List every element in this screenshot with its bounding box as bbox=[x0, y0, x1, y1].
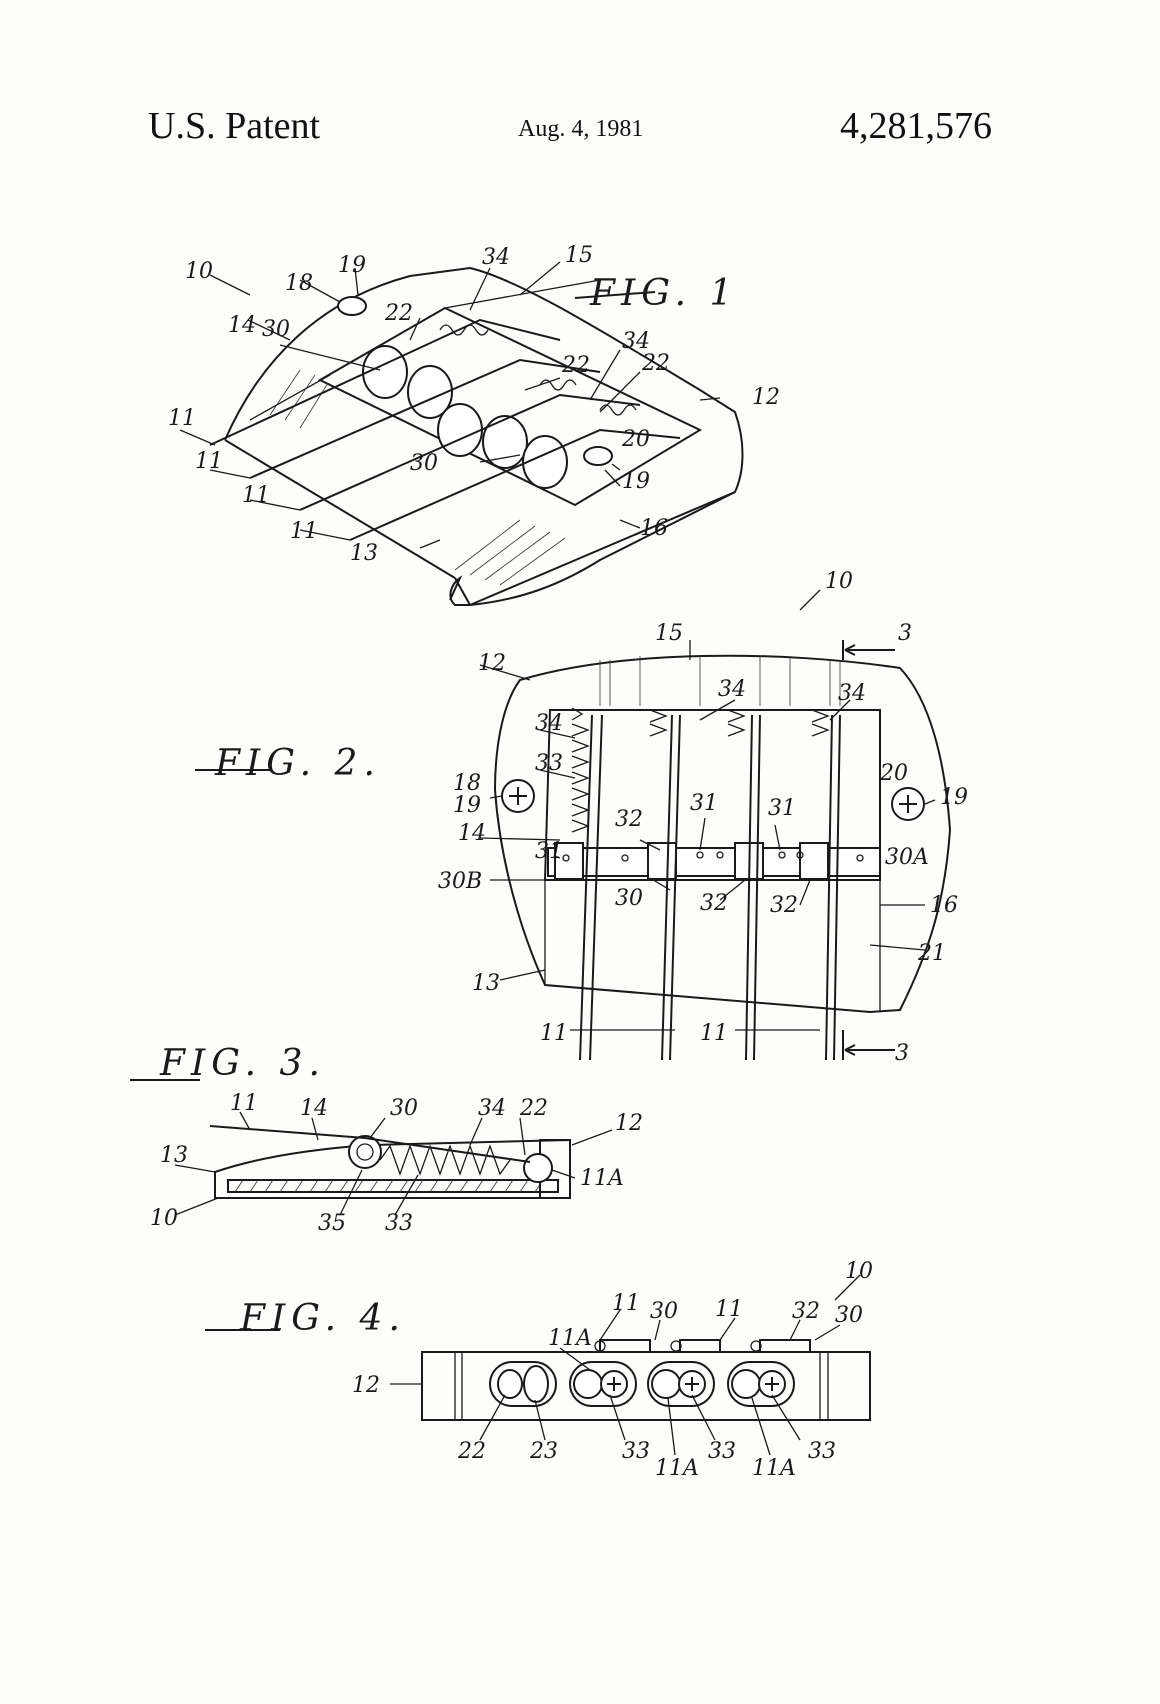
ref-label: 22 bbox=[519, 1096, 548, 1121]
ref-label: 12 bbox=[752, 385, 780, 410]
figure-2-labels: 10 15 3 12 34 34 34 33 18 19 20 19 14 32… bbox=[438, 569, 968, 1066]
figure-2: 10 15 3 12 34 34 34 33 18 19 20 19 14 32… bbox=[195, 569, 968, 1066]
ref-label: 33 bbox=[622, 1439, 650, 1464]
ref-label: 20 bbox=[879, 761, 908, 786]
ref-label: 34 bbox=[482, 245, 510, 270]
screw-hole-icon bbox=[338, 297, 366, 315]
ref-label: 32 bbox=[770, 893, 798, 918]
screw-icon bbox=[502, 780, 534, 812]
ref-label: 19 bbox=[622, 469, 650, 494]
screw-icon bbox=[759, 1371, 785, 1397]
ref-label: 11 bbox=[168, 406, 196, 431]
ref-label: 32 bbox=[615, 807, 643, 832]
ref-label: 11 bbox=[290, 519, 318, 544]
ref-label: 22 bbox=[561, 353, 590, 378]
ref-label: 23 bbox=[529, 1439, 558, 1464]
ref-label: 12 bbox=[615, 1111, 643, 1136]
ref-label: 18 bbox=[285, 271, 313, 296]
ref-label: 34 bbox=[478, 1096, 506, 1121]
ref-label: 12 bbox=[352, 1373, 380, 1398]
ref-label: 20 bbox=[621, 427, 650, 452]
ref-label: 10 bbox=[150, 1206, 178, 1231]
ref-label: 34 bbox=[838, 681, 866, 706]
ref-label: 11 bbox=[700, 1021, 728, 1046]
ref-label: 11 bbox=[540, 1021, 568, 1046]
screw-icon bbox=[892, 788, 924, 820]
figure-1: 10 19 18 34 15 14 30 22 22 34 22 12 11 1… bbox=[168, 243, 780, 605]
ref-label: 34 bbox=[535, 711, 563, 736]
ref-label: 11 bbox=[230, 1091, 258, 1116]
ref-label: 30 bbox=[262, 317, 290, 342]
ref-label: 22 bbox=[641, 351, 670, 376]
screw-hole-icon bbox=[584, 447, 612, 465]
ref-label: 33 bbox=[385, 1211, 413, 1236]
ref-label: 19 bbox=[338, 253, 366, 278]
ref-label: 11A bbox=[548, 1326, 592, 1351]
ref-label: 10 bbox=[185, 259, 213, 284]
figure-3-title: FIG. 3. bbox=[159, 1043, 326, 1084]
ref-label: 30A bbox=[885, 845, 929, 870]
ref-label: 30 bbox=[390, 1096, 418, 1121]
ref-label: 15 bbox=[655, 621, 683, 646]
ref-label: 16 bbox=[930, 893, 958, 918]
ref-label: 10 bbox=[825, 569, 853, 594]
figure-4-labels: 10 11 30 11 32 30 11A 12 22 23 33 33 11A… bbox=[352, 1259, 873, 1481]
ref-label: 30 bbox=[615, 886, 643, 911]
ref-label: 31 bbox=[690, 791, 718, 816]
ref-label: 13 bbox=[160, 1143, 188, 1168]
figure-4: 10 11 30 11 32 30 11A 12 22 23 33 33 11A… bbox=[205, 1259, 873, 1481]
ref-label: 32 bbox=[700, 891, 728, 916]
ref-label: 34 bbox=[718, 677, 746, 702]
ref-label: 10 bbox=[845, 1259, 873, 1284]
ref-label: 16 bbox=[640, 516, 668, 541]
ref-label: 13 bbox=[472, 971, 500, 996]
ref-label: 31 bbox=[768, 796, 796, 821]
ref-label: 30B bbox=[438, 869, 482, 894]
ref-label: 33 bbox=[708, 1439, 736, 1464]
ref-label: 14 bbox=[300, 1096, 328, 1121]
ref-label: 11A bbox=[655, 1456, 699, 1481]
figure-1-title: FIG. 1 bbox=[589, 273, 738, 314]
ref-label: 11 bbox=[242, 483, 270, 508]
ref-label: 33 bbox=[808, 1439, 836, 1464]
ref-label: 33 bbox=[535, 751, 563, 776]
ref-label: 11 bbox=[195, 449, 223, 474]
ref-label: 19 bbox=[453, 793, 481, 818]
ref-label: 15 bbox=[565, 243, 593, 268]
ref-label: 3 bbox=[895, 1041, 909, 1066]
figure-3: 11 14 30 34 22 12 13 11A 10 35 33 FIG. 3… bbox=[130, 1043, 643, 1236]
screw-icon bbox=[679, 1371, 705, 1397]
figure-4-title: FIG. 4. bbox=[239, 1298, 406, 1339]
ref-label: 21 bbox=[917, 941, 946, 966]
ref-label: 3 bbox=[898, 621, 912, 646]
ref-label: 22 bbox=[457, 1439, 486, 1464]
ref-label: 11 bbox=[715, 1297, 743, 1322]
ref-label: 11A bbox=[580, 1166, 624, 1191]
ref-label: 30 bbox=[650, 1299, 678, 1324]
ref-label: 22 bbox=[384, 301, 413, 326]
ref-label: 14 bbox=[228, 313, 256, 338]
ref-label: 31 bbox=[535, 839, 563, 864]
ref-label: 11A bbox=[752, 1456, 796, 1481]
ref-label: 30 bbox=[835, 1303, 863, 1328]
screw-icon bbox=[601, 1371, 627, 1397]
ref-label: 35 bbox=[318, 1211, 346, 1236]
ref-label: 19 bbox=[940, 785, 968, 810]
figure-2-title: FIG. 2. bbox=[214, 743, 381, 784]
ref-label: 12 bbox=[478, 651, 506, 676]
ref-label: 13 bbox=[350, 541, 378, 566]
ref-label: 30 bbox=[410, 451, 438, 476]
ref-label: 14 bbox=[458, 821, 486, 846]
ref-label: 32 bbox=[792, 1299, 820, 1324]
ref-label: 11 bbox=[612, 1291, 640, 1316]
